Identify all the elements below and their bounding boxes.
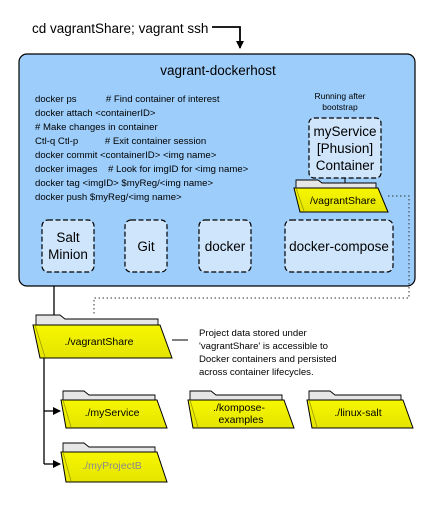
docker-compose-label: docker-compose	[289, 239, 389, 254]
share-note-line: Project data stored under	[199, 328, 308, 339]
top-command: cd vagrantShare; vagrant ssh	[32, 21, 208, 36]
host-title: vagrant-dockerhost	[160, 63, 276, 78]
salt-minion-label: Salt	[56, 230, 80, 245]
linux-salt-folder: ./linux-salt	[306, 390, 414, 429]
command-line: # Make changes in container	[35, 122, 158, 133]
command-list: docker ps # Find container of interest d…	[35, 94, 249, 203]
host-share-label: ./vagrantShare	[65, 336, 134, 348]
service-label: [Phusion]	[317, 141, 373, 156]
command-line: docker attach <containerID>	[35, 108, 156, 119]
running-label: Running after	[314, 91, 365, 101]
command-arrow	[212, 26, 244, 49]
command-line: docker tag <imgID> $myReg/<img name>	[35, 178, 214, 189]
command-line: docker ps # Find container of interest	[35, 94, 220, 105]
myservice-label: ./myService	[85, 407, 140, 419]
running-label: bootstrap	[322, 102, 358, 112]
service-label: myService	[313, 124, 376, 139]
kompose-examples-label: ./kompose-	[213, 402, 265, 414]
myprojectb-folder: ./myProjectB	[60, 442, 168, 483]
docker-box	[198, 219, 252, 273]
myprojectb-label: ./myProjectB	[82, 460, 142, 472]
service-label: Container	[316, 158, 375, 173]
share-note-line: Docker containers and persisted	[199, 354, 337, 365]
linux-salt-label: ./linux-salt	[334, 407, 381, 419]
share-note-line: across container lifecycles.	[199, 367, 314, 378]
share-link-dotted	[93, 195, 410, 316]
myservice-folder: ./myService	[60, 390, 168, 429]
command-line: docker images # Look for imgID for <img …	[35, 164, 249, 175]
host-share-folder: ./vagrantShare	[32, 314, 173, 359]
share-note-line: 'vagrantShare' is accessible to	[199, 341, 328, 352]
salt-minion-label: Minion	[48, 247, 88, 262]
host-inner-share-label: /vagrantShare	[310, 195, 376, 207]
kompose-examples-folder: ./kompose- examples	[187, 390, 295, 429]
kompose-examples-label: examples	[219, 414, 264, 426]
git-box	[124, 219, 168, 273]
share-note: Project data stored under 'vagrantShare'…	[199, 328, 337, 378]
command-line: docker push $myReg/<img name>	[35, 192, 182, 203]
command-line: docker commit <containerID> <img name>	[35, 150, 217, 161]
git-label: Git	[137, 239, 155, 254]
salt-minion-box	[41, 219, 95, 273]
command-line: Ctl-q Ctl-p # Exit container session	[35, 136, 206, 147]
docker-label: docker	[205, 239, 246, 254]
host-inner-share-folder: /vagrantShare	[293, 179, 389, 213]
docker-compose-box	[284, 219, 394, 273]
